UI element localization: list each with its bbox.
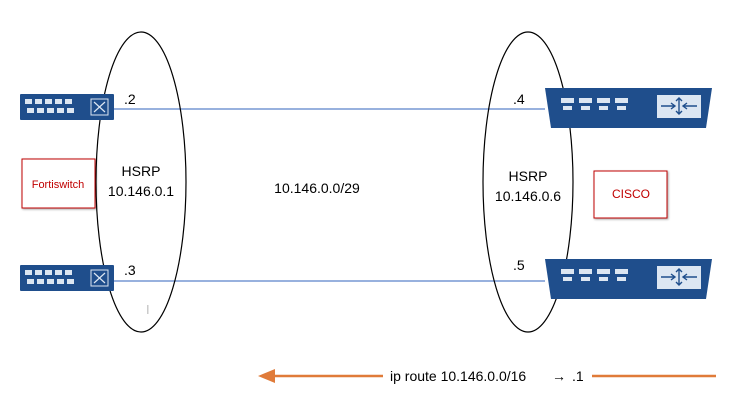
router-icon — [657, 95, 701, 118]
text-cursor-icon: I — [146, 302, 150, 317]
hsrp-label-right: HSRP — [509, 168, 548, 184]
router-icon — [657, 266, 701, 289]
ip-label-left-top: .2 — [124, 91, 136, 107]
subnet-label: 10.146.0.0/29 — [274, 180, 360, 196]
cisco-box — [593, 170, 668, 219]
cisco-router-top — [545, 88, 712, 128]
hsrp-label-left: HSRP — [122, 163, 161, 179]
ip-label-left-bottom: .3 — [124, 262, 136, 278]
hsrp-vip-right: 10.146.0.6 — [495, 188, 561, 204]
switch-icon — [90, 98, 109, 116]
route-next-hop-arrow: → — [552, 368, 566, 384]
route-text: ip route 10.146.0.0/16 — [390, 368, 526, 384]
route-arrow-head — [258, 369, 275, 383]
switch-icon — [90, 269, 109, 287]
fortiswitch-bottom — [20, 265, 114, 291]
hsrp-group-left-ellipse — [95, 31, 187, 333]
hsrp-group-right-ellipse — [482, 31, 574, 333]
route-next-hop: .1 — [572, 368, 584, 384]
fortiswitch-label: Fortiswitch — [32, 179, 85, 191]
ip-label-right-bottom: .5 — [513, 257, 525, 273]
cisco-label: CISCO — [612, 187, 650, 201]
hsrp-vip-left: 10.146.0.1 — [108, 183, 174, 199]
cisco-router-bottom — [545, 259, 712, 299]
fortiswitch-box — [21, 158, 96, 209]
fortiswitch-top — [20, 94, 114, 120]
ip-label-right-top: .4 — [513, 91, 525, 107]
